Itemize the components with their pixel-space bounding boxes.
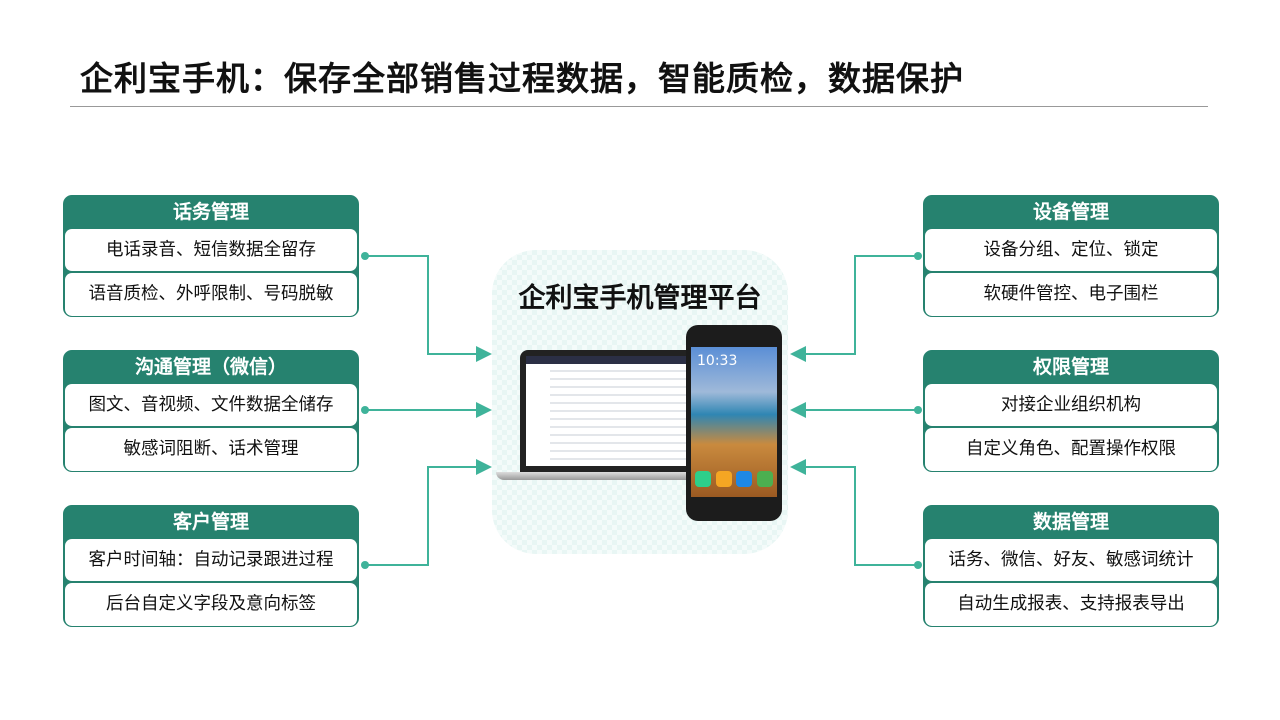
card-permission-management: 权限管理 对接企业组织机构 自定义角色、配置操作权限	[923, 350, 1219, 472]
card-title: 权限管理	[1032, 356, 1109, 378]
card-item: 客户时间轴：自动记录跟进过程	[65, 539, 357, 581]
card-item: 话务、微信、好友、敏感词统计	[925, 539, 1217, 581]
connector-left-1	[365, 255, 492, 362]
card-title: 设备管理	[1032, 201, 1109, 223]
card-item: 自动生成报表、支持报表导出	[925, 583, 1217, 626]
title-divider	[70, 106, 1208, 107]
card-title: 话务管理	[172, 201, 249, 223]
phone-image: 10:33	[686, 325, 782, 521]
platform-title: 企利宝手机管理平台	[518, 283, 762, 314]
card-item: 后台自定义字段及意向标签	[65, 583, 357, 626]
laptop-base	[496, 472, 746, 480]
laptop-image	[520, 350, 710, 472]
card-item: 敏感词阻断、话术管理	[65, 428, 357, 471]
card-item: 语音质检、外呼限制、号码脱敏	[65, 273, 357, 316]
connector-right-3	[790, 459, 918, 566]
card-wechat-management: 沟通管理（微信） 图文、音视频、文件数据全储存 敏感词阻断、话术管理	[63, 350, 359, 472]
card-title: 沟通管理（微信）	[134, 356, 287, 378]
card-item: 对接企业组织机构	[925, 384, 1217, 426]
card-item: 自定义角色、配置操作权限	[925, 428, 1217, 471]
card-title: 数据管理	[1032, 511, 1109, 533]
card-data-management: 数据管理 话务、微信、好友、敏感词统计 自动生成报表、支持报表导出	[923, 505, 1219, 627]
connector-right-1	[790, 255, 918, 362]
card-item: 软硬件管控、电子围栏	[925, 273, 1217, 316]
platform-panel: 企利宝手机管理平台 10:33	[492, 250, 788, 554]
card-device-management: 设备管理 设备分组、定位、锁定 软硬件管控、电子围栏	[923, 195, 1219, 317]
card-title: 客户管理	[172, 511, 249, 533]
card-customer-management: 客户管理 客户时间轴：自动记录跟进过程 后台自定义字段及意向标签	[63, 505, 359, 627]
card-call-management: 话务管理 电话录音、短信数据全留存 语音质检、外呼限制、号码脱敏	[63, 195, 359, 317]
connector-left-3	[365, 459, 492, 566]
phone-clock: 10:33	[697, 353, 738, 369]
slide-title: 企利宝手机：保存全部销售过程数据，智能质检，数据保护	[80, 59, 964, 98]
card-item: 电话录音、短信数据全留存	[65, 229, 357, 271]
card-item: 设备分组、定位、锁定	[925, 229, 1217, 271]
card-item: 图文、音视频、文件数据全储存	[65, 384, 357, 426]
